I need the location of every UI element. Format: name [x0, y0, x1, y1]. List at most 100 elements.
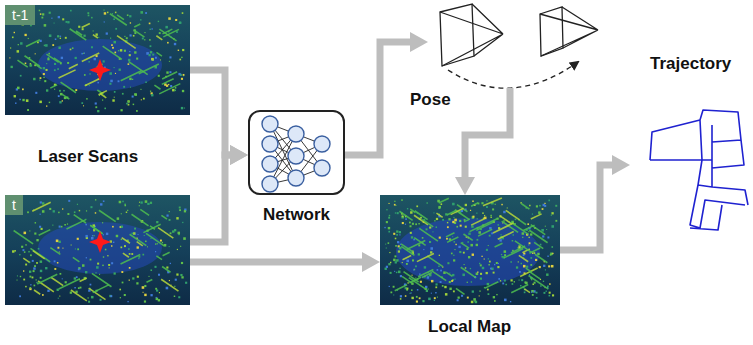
scan-point [529, 242, 531, 244]
scan-point [169, 280, 170, 281]
scan-point [424, 266, 426, 268]
scan-point [74, 211, 76, 213]
scan-point [182, 90, 184, 92]
scan-point [121, 271, 123, 273]
trajectory-path [650, 110, 748, 230]
scan-point [134, 51, 136, 53]
scan-point [46, 63, 47, 64]
wall-segment [436, 213, 442, 217]
scan-point [90, 259, 92, 261]
scan-point [59, 296, 60, 297]
scan-point [482, 212, 484, 214]
scan-point [179, 207, 181, 209]
wall-segment [156, 52, 161, 56]
scan-point [175, 19, 177, 21]
wall-segment [534, 242, 543, 248]
scan-point [121, 226, 123, 228]
scan-point [418, 223, 419, 224]
scan-point [168, 84, 169, 85]
scan-point [478, 231, 481, 234]
scan-point [430, 251, 432, 253]
scan-point [532, 294, 534, 296]
scan-point [449, 281, 451, 283]
wall-segment [493, 223, 514, 233]
wall-segment [51, 277, 63, 285]
scan-point [70, 49, 72, 51]
scan-point [131, 253, 133, 255]
neuron [288, 126, 304, 142]
wall-segment [401, 244, 413, 252]
wall-segment [162, 79, 174, 85]
scan-point [181, 78, 183, 80]
wall-segment [121, 255, 141, 265]
scan-point [165, 26, 167, 28]
scan-point [77, 248, 79, 250]
scan-point [476, 273, 479, 276]
scan-point [22, 249, 24, 251]
scan-point [58, 212, 60, 214]
scan-point [135, 234, 136, 235]
scan-point [119, 289, 121, 291]
wall-segment [30, 248, 50, 262]
scan-point [118, 50, 119, 51]
scan-point [177, 232, 180, 235]
scan-point [399, 268, 400, 269]
scan-point [402, 222, 404, 224]
scan-point [523, 265, 526, 268]
wall-segment [117, 36, 136, 49]
scan-point [134, 228, 136, 230]
scan-point [29, 276, 31, 278]
scan-point [102, 265, 103, 266]
scan-point [61, 57, 63, 59]
scan-point [41, 17, 43, 19]
local-map-image: Local Map [380, 195, 560, 305]
frame-tag: t-1 [5, 5, 35, 25]
scan-point [113, 242, 114, 243]
scan-point [109, 295, 111, 297]
scan-point [430, 247, 433, 250]
scan-point [120, 49, 122, 51]
scan-point [87, 12, 89, 14]
network-box: Network [248, 110, 345, 195]
scan-point [437, 297, 438, 298]
scan-point [531, 291, 532, 292]
wall-segment [147, 279, 153, 282]
scan-point [397, 212, 399, 214]
scan-point [462, 274, 465, 277]
scan-point [83, 105, 84, 106]
scan-point [543, 281, 544, 282]
scan-point [386, 266, 388, 268]
scan-point [86, 210, 87, 211]
scan-point [169, 71, 171, 73]
camera-frustum [440, 4, 503, 66]
scan-point [112, 226, 114, 228]
wall-segment [103, 46, 122, 59]
scan-point [402, 215, 404, 217]
scan-point [501, 256, 503, 258]
scan-point [28, 38, 29, 39]
scan-point [40, 214, 41, 215]
scan-point [147, 246, 148, 247]
scan-point [502, 282, 504, 284]
scan-point [430, 241, 431, 242]
scan-point [488, 245, 489, 246]
scan-point [150, 294, 152, 296]
scan-point [176, 217, 178, 219]
scan-point [434, 220, 435, 221]
scan-point [51, 18, 52, 19]
scan-point [547, 236, 549, 238]
scan-point [21, 246, 23, 248]
scan-point [59, 226, 61, 228]
scan-point [157, 243, 158, 244]
scan-point [144, 300, 146, 302]
wall-segment [159, 29, 176, 41]
scan-point [465, 267, 466, 268]
scan-point [546, 291, 547, 292]
scan-point [522, 237, 523, 238]
scan-point [181, 276, 183, 278]
scan-point [149, 39, 151, 41]
scan-point [115, 12, 117, 14]
scan-point [488, 264, 489, 265]
wall-segment [50, 248, 60, 255]
scan-point [510, 261, 511, 262]
